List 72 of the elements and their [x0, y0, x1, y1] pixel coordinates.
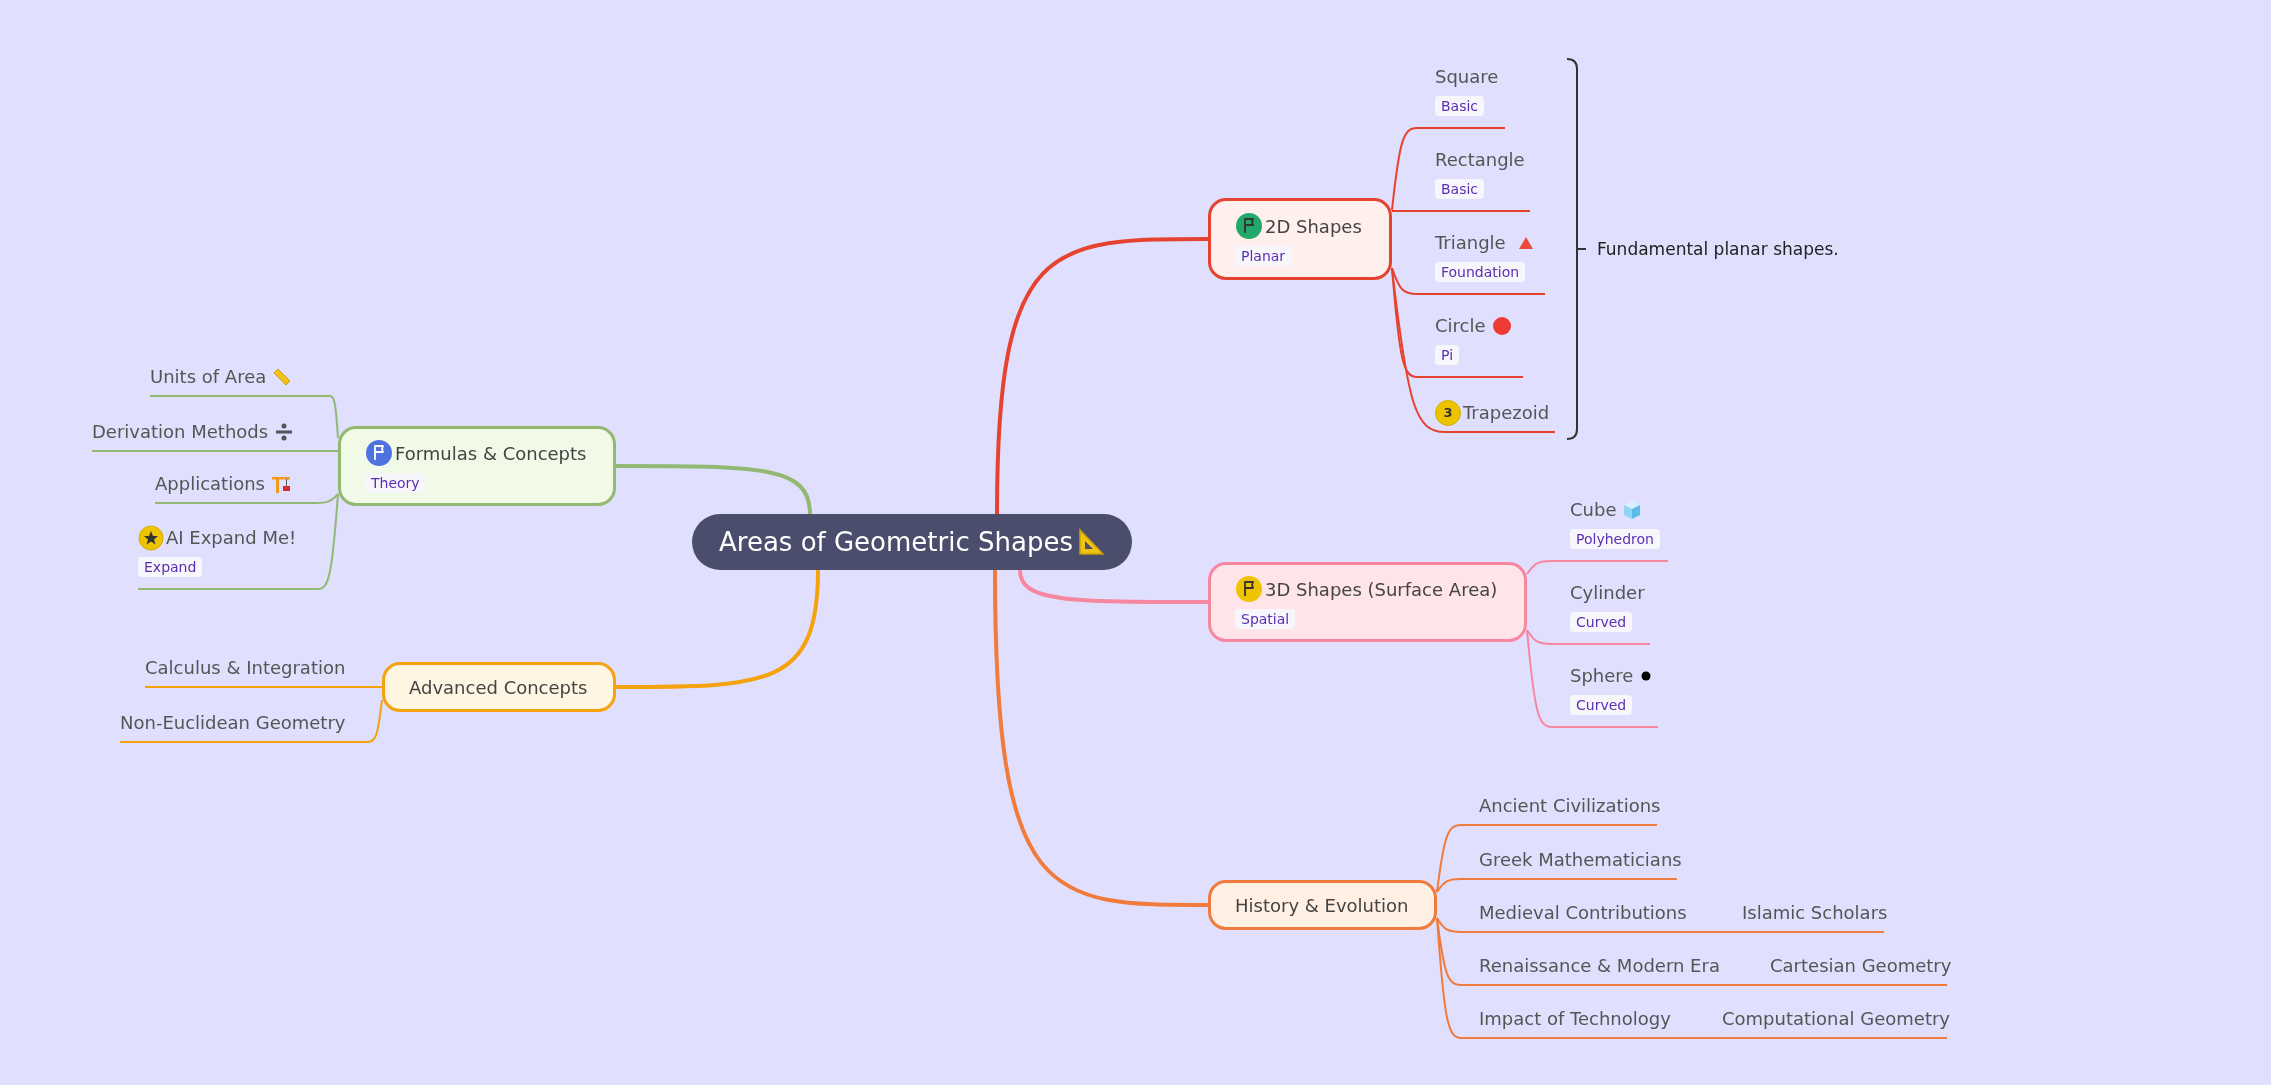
- branch-line: [1391, 127, 1506, 211]
- branch-line: [1436, 917, 1678, 1039]
- central-topic: [692, 514, 1132, 570]
- node-title: History & Evolution: [1235, 893, 1409, 918]
- branch-line: [1391, 210, 1531, 212]
- branch-line: [1676, 1037, 1948, 1039]
- branch-line: [1526, 629, 1651, 645]
- tag: Pi: [1435, 345, 1460, 365]
- topic-box: [1208, 562, 1527, 642]
- node-title: Cube: [1570, 498, 1617, 522]
- branch-line: [993, 569, 1208, 907]
- node-title: Ancient Civilizations: [1479, 794, 1661, 818]
- node-title: Derivation Methods: [92, 420, 269, 444]
- node-title: Renaissance & Modern Era: [1479, 954, 1720, 978]
- topic-box: [1208, 198, 1392, 280]
- node-title: Rectangle: [1435, 148, 1525, 172]
- tag: Theory: [365, 473, 426, 493]
- node-title: Sphere: [1570, 664, 1634, 688]
- node-title: AI Expand Me!: [166, 526, 297, 550]
- node-title: Circle: [1435, 314, 1486, 338]
- branch-line: [1391, 267, 1556, 433]
- branch-line: [149, 395, 339, 439]
- branch-line: [1716, 984, 1948, 986]
- branch-line: [91, 450, 339, 452]
- topic-box: [338, 426, 616, 506]
- branch-line: [1683, 931, 1885, 933]
- branch-line: [995, 237, 1208, 515]
- tag: Polyhedron: [1570, 529, 1660, 549]
- node-title: Triangle: [1435, 231, 1506, 255]
- tag: Expand: [138, 557, 203, 577]
- priority-badge: 3: [1435, 400, 1461, 426]
- node-title: Advanced Concepts: [409, 675, 588, 700]
- tag: Foundation: [1435, 262, 1526, 282]
- branch-line: [144, 686, 383, 688]
- branch-line: [137, 493, 339, 590]
- tag: Spatial: [1235, 609, 1296, 629]
- branch-line: [1018, 569, 1208, 604]
- branch-line: [616, 569, 820, 689]
- branch-line: [1436, 917, 1685, 933]
- node-title: Cylinder: [1570, 581, 1645, 605]
- branch-line: [1526, 560, 1669, 575]
- topic-box: [382, 662, 616, 712]
- node-title: Applications: [155, 472, 265, 496]
- tag: Planar: [1235, 246, 1292, 266]
- node-title: Islamic Scholars: [1742, 901, 1888, 925]
- tag: Basic: [1435, 96, 1485, 116]
- node-title: Areas of Geometric Shapes: [719, 525, 1073, 559]
- branch-line: [1436, 878, 1678, 893]
- node-title: 3D Shapes (Surface Area): [1265, 577, 1498, 602]
- node-title: Impact of Technology: [1479, 1007, 1671, 1031]
- tag: Curved: [1570, 695, 1633, 715]
- branch-line: [616, 464, 812, 515]
- node-title: Greek Mathematicians: [1479, 848, 1682, 872]
- branch-line: [1436, 824, 1658, 893]
- node-title: Non-Euclidean Geometry: [120, 711, 346, 735]
- node-title: Units of Area: [150, 365, 267, 389]
- branch-line: [154, 493, 339, 504]
- tag: Curved: [1570, 612, 1633, 632]
- tag: Basic: [1435, 179, 1485, 199]
- node-title: Trapezoid: [1463, 401, 1550, 425]
- node-title: Calculus & Integration: [145, 656, 346, 680]
- node-title: Square: [1435, 65, 1499, 89]
- branch-line: [1391, 267, 1546, 295]
- branch-line: [1526, 629, 1659, 728]
- node-title: Cartesian Geometry: [1770, 954, 1952, 978]
- node-title: Medieval Contributions: [1479, 901, 1687, 925]
- node-title: 2D Shapes: [1265, 214, 1362, 239]
- node-title: Formulas & Concepts: [395, 441, 587, 466]
- summary-note: Fundamental planar shapes.: [1597, 238, 1839, 261]
- node-title: Computational Geometry: [1722, 1007, 1951, 1031]
- branch-line: [119, 699, 383, 743]
- topic-box: [1208, 880, 1437, 930]
